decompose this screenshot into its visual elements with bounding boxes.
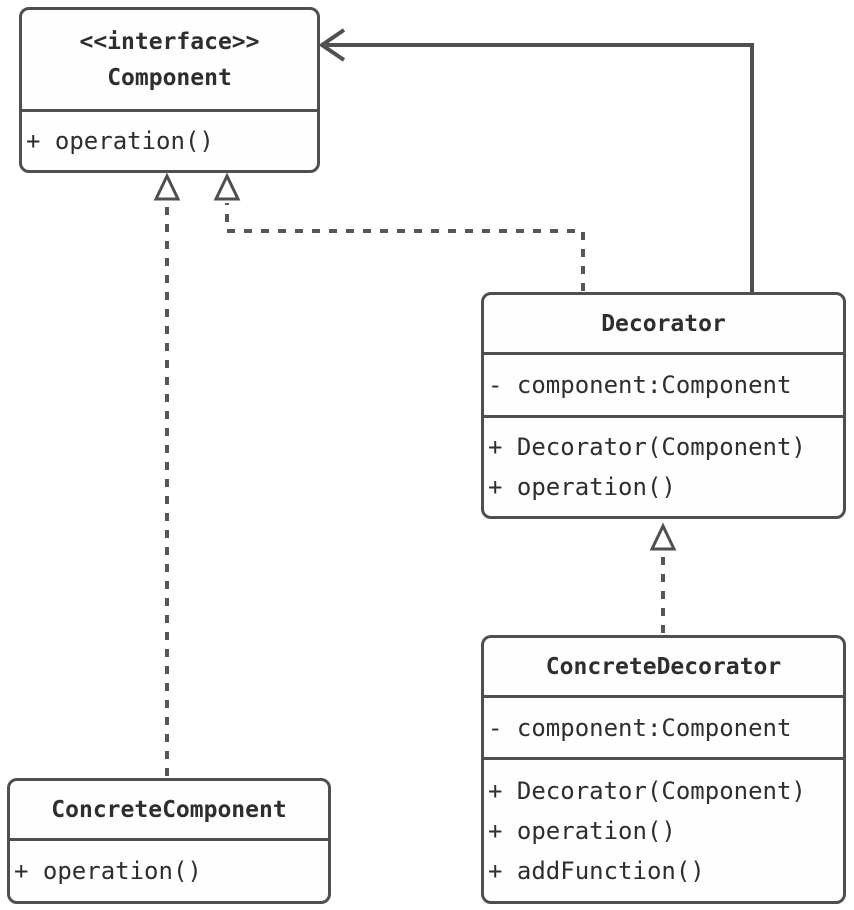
method-row: + addFunction() xyxy=(488,856,705,885)
class-stereotype: <<interface>> xyxy=(79,28,260,55)
method-row: + Decorator(Component) xyxy=(488,433,806,461)
class-name: ConcreteComponent xyxy=(51,796,287,823)
class-methods-section: + operation() xyxy=(22,109,317,170)
method-row: + operation() xyxy=(26,127,214,155)
class-box-concrete-component: ConcreteComponent + operation() xyxy=(7,778,331,904)
class-box-concrete-decorator: ConcreteDecorator - component:Component … xyxy=(481,635,846,904)
class-attributes-section: - component:Component xyxy=(484,352,843,415)
class-methods-section: + Decorator(Component) + operation() xyxy=(484,415,843,516)
class-name: Component xyxy=(107,64,232,91)
class-methods-section: + Decorator(Component) + operation() + a… xyxy=(484,757,843,901)
class-attributes-section: - component:Component xyxy=(484,695,843,757)
class-title-section: <<interface>> Component xyxy=(22,10,317,109)
open-arrowhead-icon xyxy=(318,28,346,62)
attribute-row: - component:Component xyxy=(488,371,792,399)
class-box-decorator: Decorator - component:Component + Decora… xyxy=(481,292,846,519)
class-box-component: <<interface>> Component + operation() xyxy=(19,7,320,173)
hollow-triangle-icon xyxy=(153,172,181,201)
class-title-section: ConcreteDecorator xyxy=(484,638,843,695)
class-title-section: ConcreteComponent xyxy=(10,781,328,838)
class-name: ConcreteDecorator xyxy=(545,653,782,680)
attribute-row: - component:Component xyxy=(488,713,792,742)
hollow-triangle-icon xyxy=(213,172,241,201)
method-row: + Decorator(Component) xyxy=(488,776,806,805)
realization-line-decorator-to-component xyxy=(225,203,585,291)
class-title-section: Decorator xyxy=(484,295,843,352)
method-row: + operation() xyxy=(14,857,202,885)
method-row: + operation() xyxy=(488,473,676,501)
method-row: + operation() xyxy=(488,816,676,845)
class-name: Decorator xyxy=(601,310,726,337)
association-line-decorator-to-component xyxy=(326,43,754,292)
class-methods-section: + operation() xyxy=(10,838,328,901)
hollow-triangle-icon xyxy=(649,522,677,551)
